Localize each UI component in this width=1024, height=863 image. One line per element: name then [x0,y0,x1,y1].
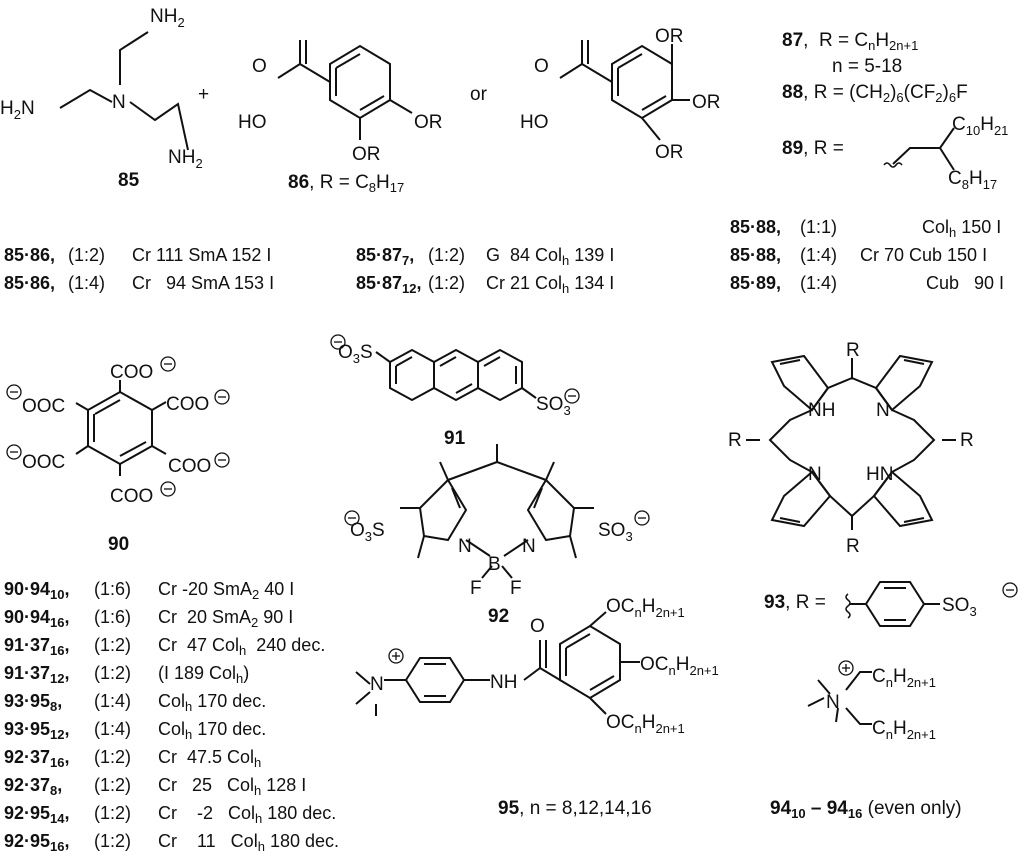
svg-text:OCnH2n+1: OCnH2n+1 [640,654,719,678]
atom-R-93-right: R [960,430,974,451]
atom-CnH2n+1-94-a: CnH2n+1 [872,666,936,690]
svg-text:OCnH2n+1: OCnH2n+1 [606,596,685,620]
atom-N-92-a: N [458,536,472,557]
compound-90-label: 90 [108,534,130,555]
svg-text:COO: COO [168,456,211,477]
atom-O3S-91: O3S [338,342,373,366]
compound-86-caption: 86, R = C8H17 [288,172,405,195]
compound-85-label: 85 [118,170,140,191]
atom-NH-95: NH [490,672,517,693]
svg-text:COO: COO [110,362,153,383]
minus-charges-90 [6,356,230,497]
compound-89-number: 89 [782,138,804,159]
atom-O-95: O [530,616,545,637]
atom-H2N: H2N [0,98,35,122]
atom-C10H21: C10H21 [952,114,1008,138]
atom-NH-93: NH [808,400,835,421]
atom-OR-87-b: OR [692,92,721,113]
compound-88-caption: 88, R = (CH2)6(CF2)6F [782,82,968,105]
structure-87 [559,40,690,141]
atom-N-93-b: N [808,464,822,485]
atom-OR-87-c: OR [655,142,684,163]
compound-93-caption: 93, R = [764,592,826,613]
atom-O-87: O [534,56,549,77]
compound-91-label: 91 [444,428,466,449]
compound-87-n-range: n = 5-18 [832,56,903,77]
compound-89-caption: 89, R = [782,138,844,159]
compound-88-number: 88 [782,82,804,103]
atom-F-92-b: F [510,578,522,599]
atom-SO3-93: SO3 [942,595,977,619]
atom-N-95: N [370,674,384,695]
atom-SO3-92: SO3 [598,520,633,544]
compound-95-caption: 95, n = 8,12,14,16 [498,798,652,819]
atom-N-92-b: N [522,536,536,557]
structure-93 [746,354,956,530]
atom-NH2-top: NH2 [150,6,185,30]
svg-text:OCnH2n+1: OCnH2n+1 [606,712,685,736]
atom-CnH2n+1-94-b: CnH2n+1 [872,718,936,742]
structure-94 [807,671,872,725]
atom-F-92-a: F [470,578,482,599]
atom-R-93-left: R [728,430,742,451]
atom-OR-86-a: OR [414,112,443,133]
atom-NH2-bottom: NH2 [168,147,203,171]
structure-90 [75,380,167,476]
atom-R-93-top: R [846,340,860,361]
structure-86 [277,40,413,140]
structure-93-R-aryl [845,581,940,627]
structure-91 [375,348,537,402]
compound-87-caption: 87, R = CnH2n+1 [782,30,919,53]
compound-94-caption: 9410 – 9416 (even only) [770,798,962,821]
plus-charge-95 [388,648,404,664]
plus-sign: + [198,84,210,105]
structure-95 [355,611,640,716]
compound-93-number: 93 [764,592,786,613]
atom-R-93-bottom: R [846,536,860,557]
atom-N-94: N [826,692,840,713]
atom-C8H17-89: C8H17 [948,168,997,192]
minus-charges-92 [344,510,650,526]
atom-HO-86: HO [238,112,267,133]
atom-O-86: O [252,56,267,77]
minus-charge-93 [1002,582,1018,598]
atom-B-92: B [488,554,501,575]
atom-OR-87-a: OR [655,26,684,47]
structure-92 [400,444,594,579]
svg-text:OOC: OOC [22,396,65,417]
compound-92-label: 92 [488,606,510,627]
compound-86-number: 86 [288,172,310,193]
plus-charge-94 [838,660,854,676]
atom-N-93-a: N [876,400,890,421]
alkoxy-labels-95: OCnH2n+1 OCnH2n+1 OCnH2n+1 [606,596,719,736]
svg-text:OOC: OOC [22,452,65,473]
anion-labels-90: COO COO COO COO OOC OOC [22,362,211,507]
atom-OR-86-b: OR [352,144,381,165]
atom-N: N [112,92,126,113]
atom-HN-93: HN [866,464,893,485]
svg-text:COO: COO [166,394,209,415]
minus-charges-91 [330,334,580,404]
or-label: or [470,84,487,105]
svg-text:COO: COO [110,486,153,507]
structure-85: N NH2 H2N NH2 [0,6,203,171]
compound-87-number: 87 [782,30,804,51]
compound-95-number: 95 [498,798,520,819]
atom-HO-87: HO [520,112,549,133]
structure-89-chain [883,127,955,171]
